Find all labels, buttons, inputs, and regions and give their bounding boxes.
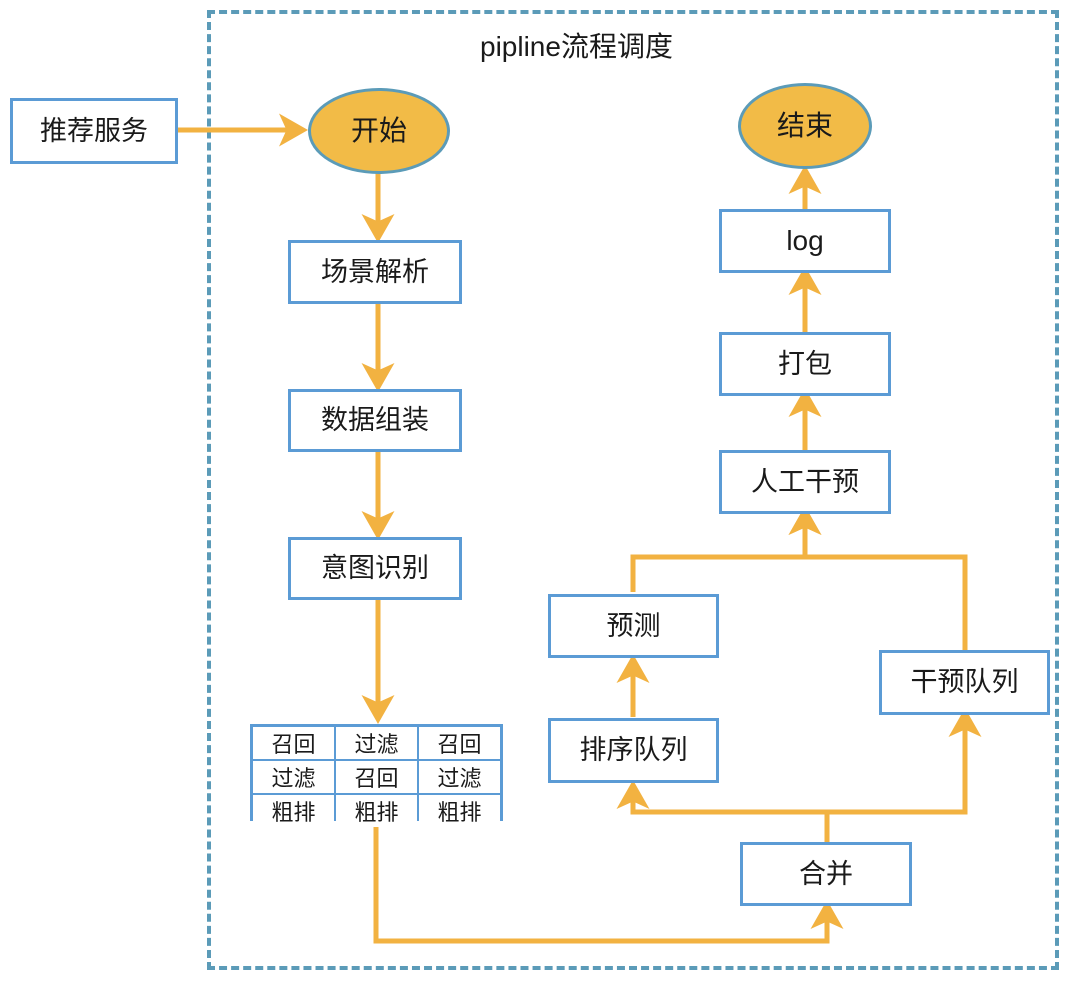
node-data-assemble[interactable]: 数据组装 (288, 389, 462, 452)
node-merge[interactable]: 合并 (740, 842, 912, 906)
node-recommend-service[interactable]: 推荐服务 (10, 98, 178, 164)
page-title: pipline流程调度 (480, 31, 673, 62)
node-intent-recognize-label: 意图识别 (321, 553, 429, 583)
matrix-cell-1-0: 过滤 (253, 761, 334, 793)
matrix-cell-2-1: 粗排 (336, 795, 417, 827)
node-log[interactable]: log (719, 209, 891, 273)
node-merge-label: 合并 (799, 858, 853, 889)
node-end-label: 结束 (776, 110, 833, 141)
node-predict-label: 预测 (606, 610, 661, 641)
node-intervene-queue[interactable]: 干预队列 (879, 650, 1050, 715)
matrix-cell-1-2: 过滤 (419, 761, 500, 793)
node-end[interactable]: 结束 (738, 83, 872, 169)
node-intervene-queue-label: 干预队列 (910, 667, 1019, 697)
recall-filter-rough-matrix[interactable]: 召回 过滤 召回 过滤 召回 过滤 粗排 粗排 粗排 (250, 724, 503, 827)
node-data-assemble-label: 数据组装 (321, 405, 429, 435)
node-log-label: log (786, 225, 824, 256)
matrix-cell-0-1: 过滤 (336, 727, 417, 759)
node-sort-queue[interactable]: 排序队列 (548, 718, 719, 783)
node-predict[interactable]: 预测 (548, 594, 719, 658)
node-manual-intervene[interactable]: 人工干预 (719, 450, 891, 514)
node-start[interactable]: 开始 (308, 88, 450, 174)
node-sort-queue-label: 排序队列 (579, 735, 688, 765)
node-recommend-service-label: 推荐服务 (40, 115, 148, 146)
node-package-label: 打包 (778, 348, 832, 379)
matrix-cell-0-0: 召回 (253, 727, 334, 759)
node-start-label: 开始 (350, 115, 407, 146)
matrix-cell-1-1: 召回 (336, 761, 417, 793)
node-package[interactable]: 打包 (719, 332, 891, 396)
pipeline-boundary (207, 10, 1059, 970)
matrix-cell-0-2: 召回 (419, 727, 500, 759)
matrix-cell-2-2: 粗排 (419, 795, 500, 827)
node-intent-recognize[interactable]: 意图识别 (288, 537, 462, 600)
matrix-cell-2-0: 粗排 (253, 795, 334, 827)
node-manual-intervene-label: 人工干预 (751, 466, 859, 497)
node-scene-parse[interactable]: 场景解析 (288, 240, 462, 304)
node-scene-parse-label: 场景解析 (321, 256, 429, 287)
